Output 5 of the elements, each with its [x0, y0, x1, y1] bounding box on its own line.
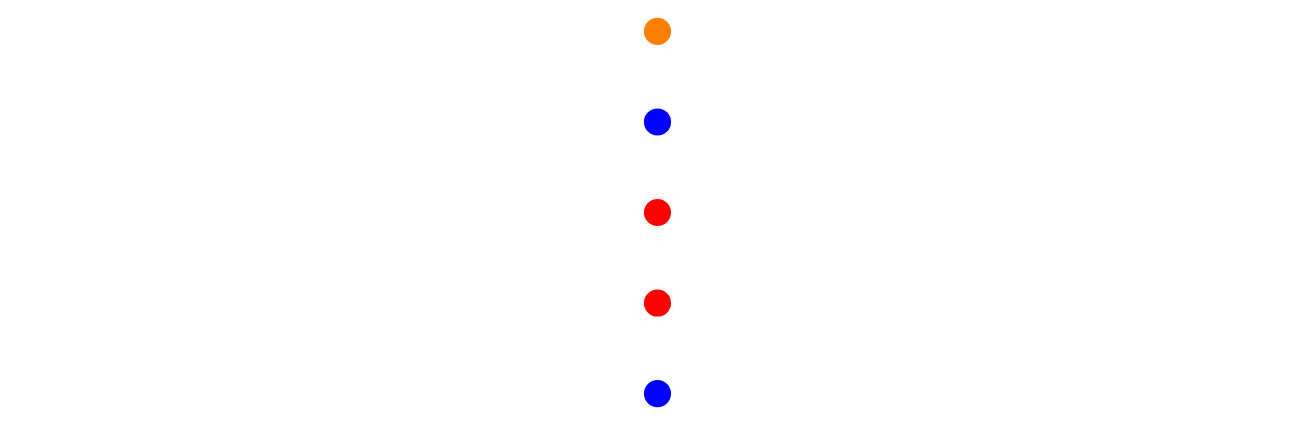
node-circle: [643, 288, 672, 317]
node-circle: [643, 17, 672, 45]
node-circle: [643, 379, 672, 407]
node-circle: [643, 198, 672, 226]
node-circle: [643, 107, 672, 136]
